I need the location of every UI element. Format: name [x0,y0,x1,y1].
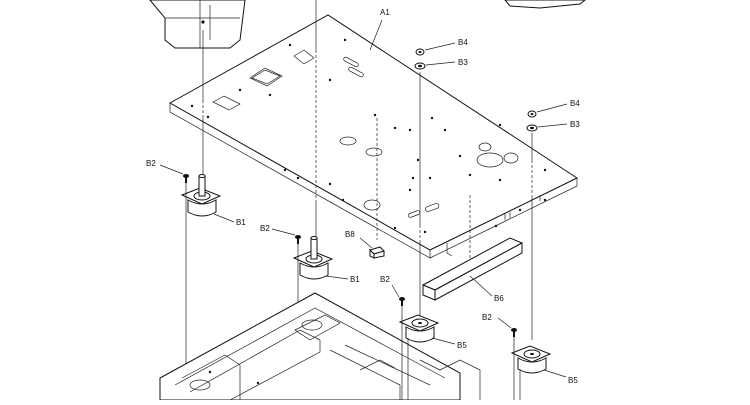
label-a1: A1 [380,8,390,17]
label-b5-right: B5 [568,376,578,385]
bar-b6 [421,237,524,301]
label-b4-right: B4 [570,99,580,108]
upper-assembly-left [149,0,246,49]
label-b3-right: B3 [570,120,580,129]
label-b1-mid: B1 [350,275,360,284]
label-b5-lower: B5 [457,341,467,350]
label-b2-right: B2 [482,313,492,322]
screw-b2-left [183,174,189,183]
mounting-plate [168,14,579,259]
stepper-motor-b5-right [510,345,552,374]
upper-assembly-right [504,0,586,9]
label-b4-top: B4 [458,38,468,47]
stepper-motor-b1-mid [292,236,334,280]
washer-b3-top [414,62,426,70]
label-b3-top: B3 [458,58,468,67]
label-b2-left: B2 [146,159,156,168]
stepper-motor-b5-lower [398,314,440,343]
label-b6: B6 [494,294,504,303]
label-b8: B8 [345,230,355,239]
base-frame [159,292,481,401]
screw-b2-lower [399,297,405,306]
label-b2-lower: B2 [380,275,390,284]
washer-b3-right [526,124,538,132]
leader-a1 [369,19,383,51]
stepper-motor-b1-left [180,174,222,217]
washer-b4-top [415,48,425,56]
screw-b2-right [511,328,517,337]
screw-b2-mid [295,235,301,244]
label-b1-left: B1 [236,218,246,227]
washer-b4-right [527,110,537,118]
spacer-b8 [369,246,385,259]
label-b2-mid: B2 [260,224,270,233]
